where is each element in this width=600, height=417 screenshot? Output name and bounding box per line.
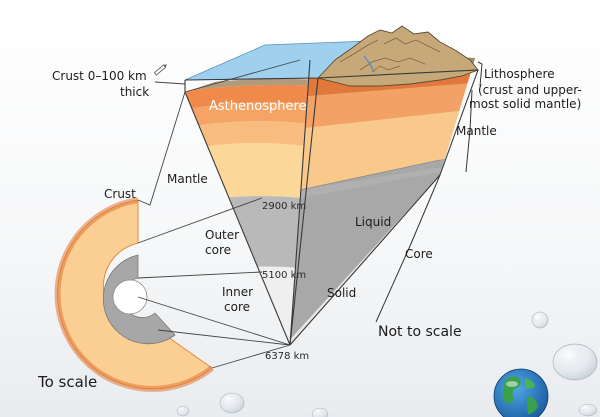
depth-5100-label: 5100 km [262, 270, 306, 281]
mountain-terrain [317, 25, 479, 87]
crust-left-label: Crust [104, 187, 136, 201]
right-braces [375, 61, 483, 323]
asthenosphere-layer [185, 84, 310, 110]
not-to-scale-label: Not to scale [378, 324, 462, 340]
to-scale-cross-section [54, 197, 214, 392]
depth-2900-label: 2900 km [262, 201, 306, 212]
globe-icon [493, 368, 549, 417]
crust-ring-edge [54, 197, 214, 392]
wedge-outline [184, 59, 479, 346]
liquid-label: Liquid [355, 215, 391, 229]
outer-core-label: Outer [205, 228, 239, 242]
mantle-mid-layer [185, 121, 310, 150]
asthenosphere-label: Asthenosphere [209, 99, 307, 114]
guide-lines [137, 59, 301, 369]
core-label: Core [405, 247, 433, 261]
solid-label: Solid [327, 286, 356, 300]
outer-core-label-2: core [205, 243, 231, 257]
mantle-right-label: Mantle [456, 124, 497, 138]
wedge-side-face [290, 50, 475, 345]
inner-core-label-2: core [224, 300, 250, 314]
pencil-icon [153, 64, 167, 76]
mantle-upper-layer [185, 102, 310, 128]
mantle-left-label: Mantle [167, 172, 208, 186]
inner-core-disc [112, 279, 148, 315]
lithosphere-label-3: most solid mantle) [469, 97, 581, 111]
lithosphere-label: Lithosphere [484, 67, 555, 81]
lithosphere-label-2: (crust and upper- [478, 83, 582, 97]
to-scale-label: To scale [37, 373, 97, 391]
water-bubbles [176, 311, 598, 417]
inner-core-label: Inner [222, 285, 253, 299]
crust-thickness-label: Crust 0–100 km [52, 69, 147, 83]
depth-6378-label: 6378 km [265, 351, 309, 362]
crust-thickness-label-2: thick [120, 85, 149, 99]
